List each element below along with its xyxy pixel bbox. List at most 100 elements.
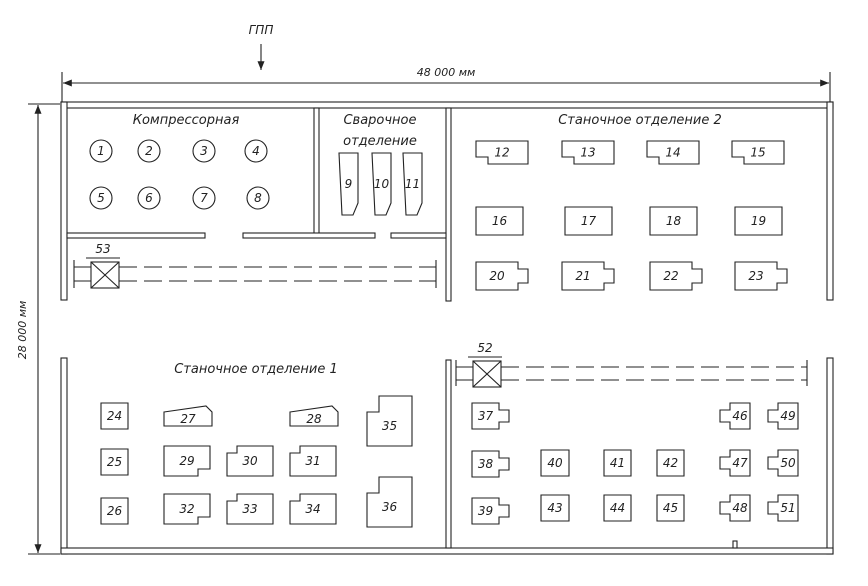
machine-room-2-title: Станочное отделение 2 — [558, 113, 722, 128]
equipment-label: 9 — [345, 177, 353, 191]
equipment-label: 40 — [547, 456, 563, 470]
equipment-13: 13 — [561, 140, 615, 165]
equipment-label: 7 — [200, 191, 208, 205]
equipment-label: 44 — [610, 501, 625, 515]
equipment-label: 39 — [478, 504, 493, 518]
equipment-label: 3 — [200, 144, 208, 158]
equipment-8: 8 — [246, 186, 270, 210]
equipment-label: 28 — [306, 412, 322, 426]
equipment-43: 43 — [540, 494, 570, 522]
equipment-22: 22 — [649, 261, 703, 291]
equipment-label: 11 — [405, 177, 420, 191]
equipment-label: 45 — [663, 501, 678, 515]
equipment-45: 45 — [656, 494, 685, 522]
equipment-label: 6 — [145, 191, 153, 205]
equipment-label: 51 — [780, 501, 795, 515]
equipment-49: 49 — [767, 402, 799, 430]
equipment-label: 4 — [252, 144, 260, 158]
equipment-label: 36 — [382, 500, 398, 514]
equipment-label: 34 — [305, 502, 320, 516]
equipment-label: 37 — [478, 409, 494, 423]
equipment-34: 34 — [289, 493, 337, 525]
equipment-label: 15 — [750, 146, 765, 160]
equipment-label: 13 — [580, 146, 595, 160]
equipment-11: 11 — [402, 152, 423, 216]
equipment-20: 20 — [475, 261, 529, 291]
equipment-label: 1 — [97, 144, 105, 158]
equipment-38: 38 — [471, 450, 510, 478]
equipment-label: 14 — [665, 146, 680, 160]
walls — [60, 101, 834, 555]
equipment-25: 25 — [100, 448, 129, 476]
equipment-19: 19 — [734, 206, 783, 236]
equipment-48: 48 — [719, 494, 751, 522]
equipment-30: 30 — [226, 445, 274, 477]
equipment-4: 4 — [244, 139, 268, 163]
equipment-label: 46 — [732, 409, 748, 423]
equipment-label: 48 — [732, 501, 748, 515]
equipment-label: 19 — [751, 214, 766, 228]
equipment-label: 43 — [547, 501, 562, 515]
equipment-28: 28 — [289, 405, 339, 427]
equipment-40: 40 — [540, 449, 570, 477]
equipment-label: 42 — [663, 456, 678, 470]
equipment-label: 26 — [107, 504, 123, 518]
crane-track-bottom: 52 — [455, 341, 808, 388]
equipment-label: 22 — [663, 269, 678, 283]
height-dimension-label: 28 000 мм — [16, 301, 29, 360]
equipment-16: 16 — [475, 206, 524, 236]
crane-53-label: 53 — [95, 242, 110, 256]
welding-room-title-line2: отделение — [343, 134, 417, 149]
equipment-label: 5 — [97, 191, 105, 205]
equipment-label: 2 — [145, 144, 153, 158]
equipment-50: 50 — [767, 449, 799, 477]
equipment-26: 26 — [100, 497, 129, 525]
equipment-31: 31 — [289, 445, 337, 477]
equipment-label: 33 — [242, 502, 257, 516]
equipment-15: 15 — [731, 140, 785, 165]
crane-track-top: 53 — [73, 242, 437, 289]
equipment-label: 23 — [748, 269, 763, 283]
equipment-32: 32 — [163, 493, 211, 525]
equipment-label: 32 — [179, 502, 194, 516]
equipment-label: 30 — [242, 454, 258, 468]
equipment-37: 37 — [471, 402, 510, 430]
width-dimension-label: 48 000 мм — [417, 66, 476, 79]
equipment-44: 44 — [603, 494, 632, 522]
welding-room-title-line1: Сварочное — [343, 113, 416, 128]
equipment-label: 24 — [107, 409, 122, 423]
equipment-label: 17 — [581, 214, 597, 228]
equipment-12: 12 — [475, 140, 529, 165]
machine-room-1-title: Станочное отделение 1 — [174, 362, 338, 377]
width-dimension: 48 000 мм — [61, 66, 831, 104]
equipment-23: 23 — [734, 261, 788, 291]
equipment-label: 21 — [575, 269, 590, 283]
equipment-5: 5 — [89, 186, 113, 210]
compressor-room-title: Компрессорная — [133, 113, 240, 128]
equipment-label: 16 — [492, 214, 508, 228]
equipment-35: 35 — [366, 395, 413, 447]
equipment-36: 36 — [366, 476, 413, 528]
equipment-1: 1 — [89, 139, 113, 163]
equipment-label: 38 — [478, 457, 494, 471]
equipment-27: 27 — [163, 405, 213, 427]
equipment-18: 18 — [649, 206, 698, 236]
equipment-label: 10 — [374, 177, 390, 191]
equipment-21: 21 — [561, 261, 615, 291]
equipment-14: 14 — [646, 140, 700, 165]
equipment-33: 33 — [226, 493, 274, 525]
equipment-9: 9 — [338, 152, 359, 216]
equipment-47: 47 — [719, 449, 751, 477]
equipment-46: 46 — [719, 402, 751, 430]
crane-52-label: 52 — [477, 341, 492, 355]
equipment-label: 31 — [305, 454, 320, 468]
equipment-label: 29 — [179, 454, 194, 468]
equipment-label: 25 — [107, 455, 122, 469]
equipment-label: 41 — [610, 456, 625, 470]
equipment-label: 18 — [666, 214, 682, 228]
equipment-29: 29 — [163, 445, 211, 477]
equipment-17: 17 — [564, 206, 613, 236]
equipment-41: 41 — [603, 449, 632, 477]
